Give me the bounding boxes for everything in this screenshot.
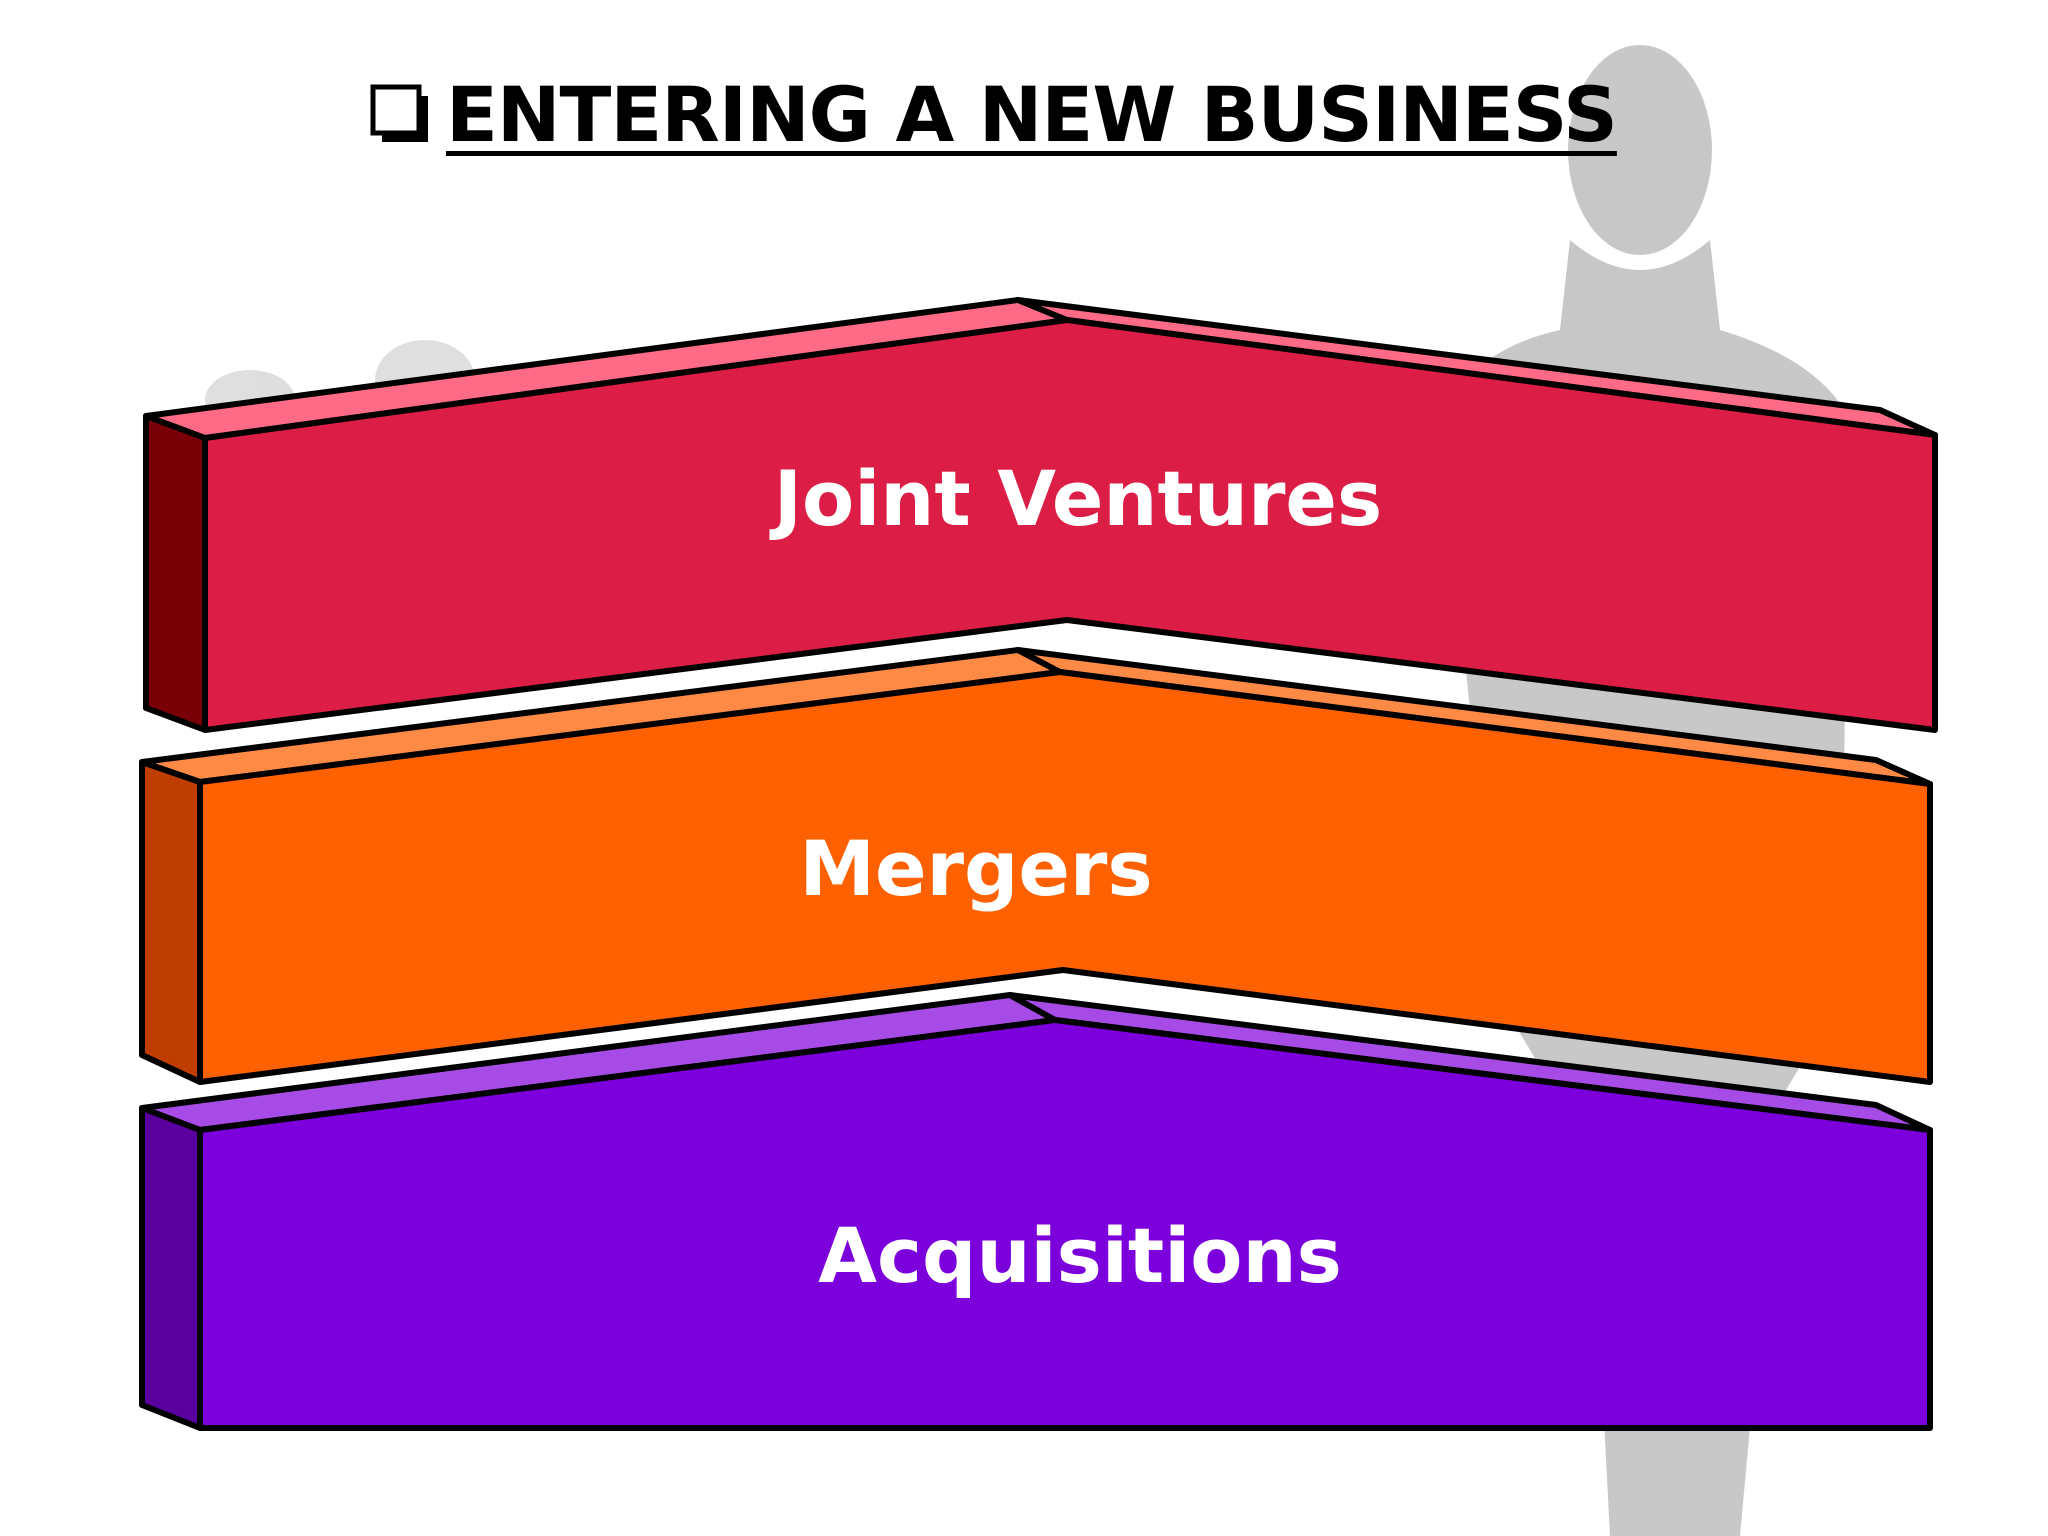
- layer-label-acquisitions: Acquisitions: [818, 1211, 1342, 1300]
- title-text: ENTERING A NEW BUSINESS: [446, 70, 1618, 159]
- checkbox-icon: [370, 84, 428, 142]
- layer-label-joint-ventures: Joint Ventures: [769, 454, 1382, 543]
- layer-acquisitions: Acquisitions: [139, 992, 1933, 1431]
- slide-title: ENTERING A NEW BUSINESS: [370, 70, 1618, 159]
- layer-side-face: [143, 413, 208, 733]
- layer-front-face: [202, 317, 1938, 733]
- layer-mergers: Mergers: [139, 647, 1933, 1085]
- layer-joint-ventures: Joint Ventures: [143, 297, 1938, 733]
- layer-side-face: [139, 759, 203, 1085]
- layer-front-face: [197, 1017, 1933, 1431]
- layer-label-mergers: Mergers: [799, 824, 1152, 913]
- layer-front-face: [197, 669, 1933, 1085]
- layer-side-face: [139, 1105, 203, 1431]
